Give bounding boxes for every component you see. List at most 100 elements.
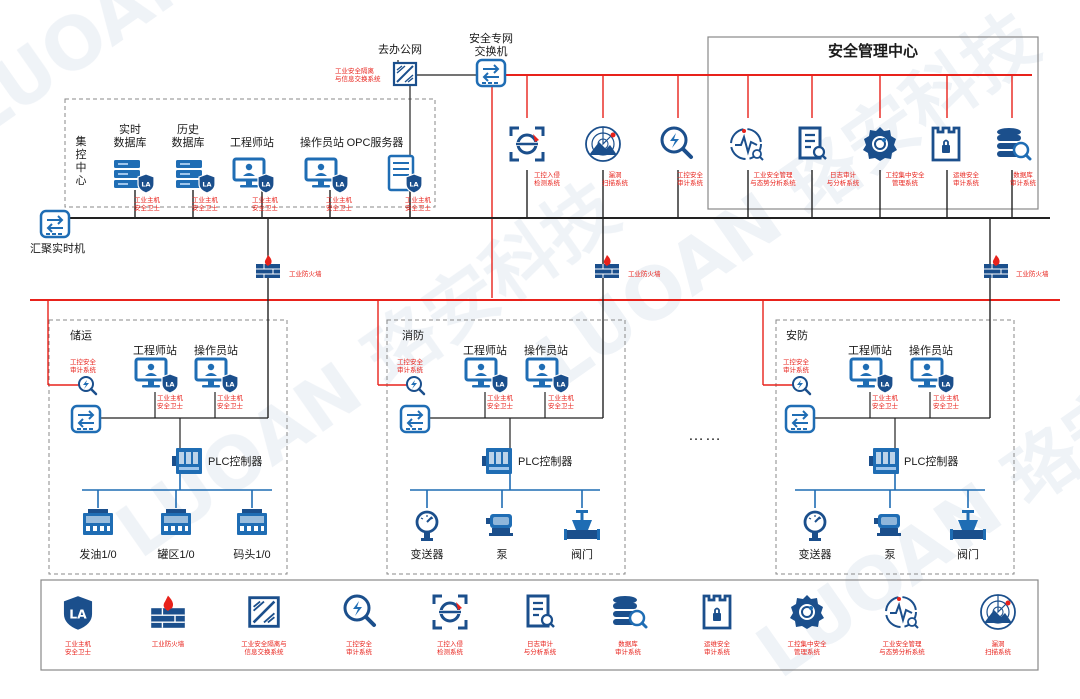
gauge-icon (803, 510, 827, 543)
guard-label-line: 工业主机 (326, 197, 352, 204)
control-center-char: 控 (75, 149, 87, 161)
legend-label-line: 与分析系统 (523, 648, 557, 656)
guard-label-line: 安全卫士 (326, 204, 352, 212)
isolation-label-line: 与信息交换系统 (335, 75, 381, 83)
guard-label-line: 工业主机 (405, 197, 431, 204)
legend-label: 数据库审计系统 (615, 641, 641, 656)
top-system-label: 日志审计与分析系统 (827, 172, 860, 187)
guard-label-line: 安全卫士 (134, 204, 160, 212)
legend-label-line: 管理系统 (794, 648, 820, 656)
audit-icon (791, 375, 812, 396)
la-shield-icon (221, 373, 239, 394)
top-system-label: 运维安全审计系统 (953, 172, 979, 187)
guard-label-line: 安全卫士 (933, 402, 959, 410)
la-shield-icon (491, 373, 509, 394)
la-shield-icon (137, 173, 155, 194)
plc-icon (482, 448, 512, 474)
server-icon (176, 160, 202, 188)
legend-label-line: 运维安全 (704, 641, 730, 648)
guard-label-line: 工业主机 (252, 197, 278, 204)
top-system-label-line: 漏洞 (608, 172, 622, 179)
firewall-label: 工业防火墙 (289, 271, 322, 278)
top-system-label-line: 检测系统 (534, 179, 560, 187)
legend-label-line: 审计系统 (704, 648, 730, 656)
eng-station-label: 工程师站 (463, 345, 507, 357)
legend-label-line: 漏洞 (991, 641, 1005, 648)
legend-frame (40, 579, 1039, 671)
guard-label-line: 安全卫士 (252, 204, 278, 212)
plc-label: PLC控制器 (208, 456, 263, 468)
eng-station-label: 工程师站 (848, 345, 892, 357)
legend-label-line: 安全卫士 (65, 648, 91, 656)
zone-audit-label-line: 工控安全 (783, 359, 809, 366)
guard-label: 工业主机安全卫士 (192, 197, 218, 212)
pump-icon (486, 514, 513, 536)
safety-switch-label: 安全专网 交换机 (469, 33, 513, 59)
top-system-label-line: 工控集中安全 (885, 172, 925, 179)
top-system-label-line: 日志审计 (830, 172, 856, 179)
legend-label: 工业安全隔离与信息交换系统 (241, 641, 287, 656)
security-center-frame (707, 36, 1039, 210)
audit-icon (660, 126, 693, 159)
guard-label-line: 工业主机 (548, 395, 574, 402)
hist-db-label-line: 历史 (177, 124, 199, 136)
field-bus (82, 474, 985, 508)
legend-label-line: 检测系统 (437, 648, 463, 656)
zone-audit-label-line: 工控安全 (397, 359, 423, 366)
server-icon (114, 160, 140, 188)
office-net-label: 去办公网 (378, 44, 422, 56)
zone-audit-label: 工控安全审计系统 (70, 359, 96, 374)
top-system-label: 工业安全管理与态势分析系统 (750, 172, 796, 187)
guard-label-line: 安全卫士 (548, 402, 574, 410)
device-label: 罐区1/0 (157, 549, 195, 561)
legend-label: 工控安全审计系统 (346, 641, 372, 656)
guard-label-line: 安全卫士 (872, 402, 898, 410)
guard-label: 工业主机安全卫士 (134, 197, 160, 212)
device-label: 码头1/0 (233, 549, 271, 561)
plc-label: PLC控制器 (518, 456, 573, 468)
io-module-icon (237, 509, 267, 535)
device-label: 泵 (884, 549, 896, 561)
zone-frame-security (775, 319, 1015, 575)
top-system-label-line: 工控安全 (677, 172, 703, 179)
opc-server-label: OPC服务器 (346, 137, 404, 149)
top-system-label-line: 与态势分析系统 (750, 179, 796, 187)
plc-label: PLC控制器 (904, 456, 959, 468)
rt-db-label: 实时 数据库 (114, 124, 147, 150)
op-station-label: 操作员站 (300, 137, 344, 149)
legend-label-line: 工业安全管理 (882, 641, 922, 648)
legend-label-line: 工控安全 (346, 641, 372, 648)
zone-frame-fire (386, 319, 626, 575)
audit-icon (343, 594, 376, 627)
zone-wiring (80, 392, 990, 448)
control-center-char: 集 (75, 136, 87, 148)
zone-audit-label-line: 工控安全 (70, 359, 96, 366)
device-label: 阀门 (957, 549, 979, 561)
guard-label: 工业主机安全卫士 (326, 197, 352, 212)
top-system-label: 工控安全审计系统 (677, 172, 703, 187)
top-system-label-line: 审计系统 (953, 179, 979, 187)
zone-audit-label-line: 审计系统 (783, 366, 809, 374)
la-shield-icon (876, 373, 894, 394)
top-system-label-line: 运维安全 (953, 172, 979, 179)
intrusion-detection-icon (509, 126, 545, 162)
legend-label-line: 工控入侵 (437, 641, 463, 648)
firewall-label: 工业防火墙 (1016, 271, 1049, 278)
control-network (55, 170, 1050, 418)
la-shield-icon (198, 173, 216, 194)
top-system-label-line: 审计系统 (677, 179, 703, 187)
radar-scan-icon (585, 126, 621, 162)
la-shield-icon (161, 373, 179, 394)
situation-analysis-icon (730, 128, 764, 161)
isolation-label-line: 工业安全隔离 (335, 68, 374, 75)
top-system-label: 漏洞扫描系统 (602, 172, 628, 187)
guard-label: 工业主机安全卫士 (548, 395, 574, 410)
guard-label-line: 工业主机 (933, 395, 959, 402)
legend-label-line: 审计系统 (346, 648, 372, 656)
rt-db-label-line: 实时 (119, 124, 141, 136)
top-system-label: 数据库审计系统 (1010, 172, 1036, 187)
guard-label-line: 安全卫士 (217, 402, 243, 410)
la-shield-icon (61, 593, 95, 633)
op-station-label: 操作员站 (524, 345, 568, 357)
